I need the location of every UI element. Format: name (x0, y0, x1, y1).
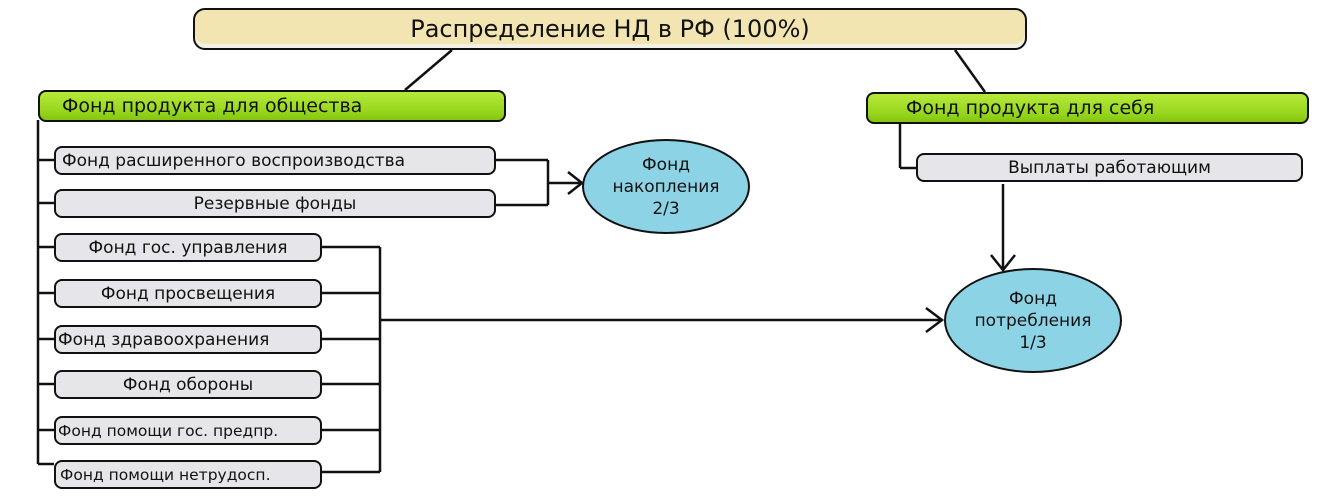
title-to-society-line (404, 49, 453, 91)
item-healthcare-fund: Фонд здравоохранения (54, 325, 322, 354)
consumption-fund-ellipse: Фонд потребления 1/3 (944, 268, 1122, 373)
accumulation-fund-label-1: Фонд (642, 154, 690, 175)
society-fund-header: Фонд продукта для общества (38, 90, 506, 122)
consumption-fund-label-2: потребления (974, 310, 1092, 331)
accumulation-fund-ellipse: Фонд накопления 2/3 (582, 139, 750, 234)
self-fund-header: Фонд продукта для себя (866, 92, 1309, 124)
consumption-arrowhead (925, 307, 945, 333)
item-reserve-funds: Резервные фонды (54, 189, 496, 218)
item-education-fund: Фонд просвещения (54, 279, 322, 308)
item-expanded-reproduction-fund: Фонд расширенного воспроизводства (54, 146, 496, 175)
item-worker-payments: Выплаты работающим (916, 153, 1303, 182)
title-to-self-line (953, 49, 987, 93)
consumption-fund-share: 1/3 (1019, 332, 1047, 353)
accumulation-fund-label-2: накопления (612, 176, 720, 197)
consumption-fund-label-1: Фонд (1009, 288, 1057, 309)
accumulation-fund-share: 2/3 (652, 198, 680, 219)
page-title: Распределение НД в РФ (100%) (193, 8, 1027, 50)
item-disabled-aid-fund: Фонд помощи нетрудосп. (54, 460, 322, 489)
item-state-administration-fund: Фонд гос. управления (54, 233, 322, 262)
item-defense-fund: Фонд обороны (54, 370, 322, 399)
item-state-enterprise-aid-fund: Фонд помощи гос. предпр. (54, 416, 322, 445)
